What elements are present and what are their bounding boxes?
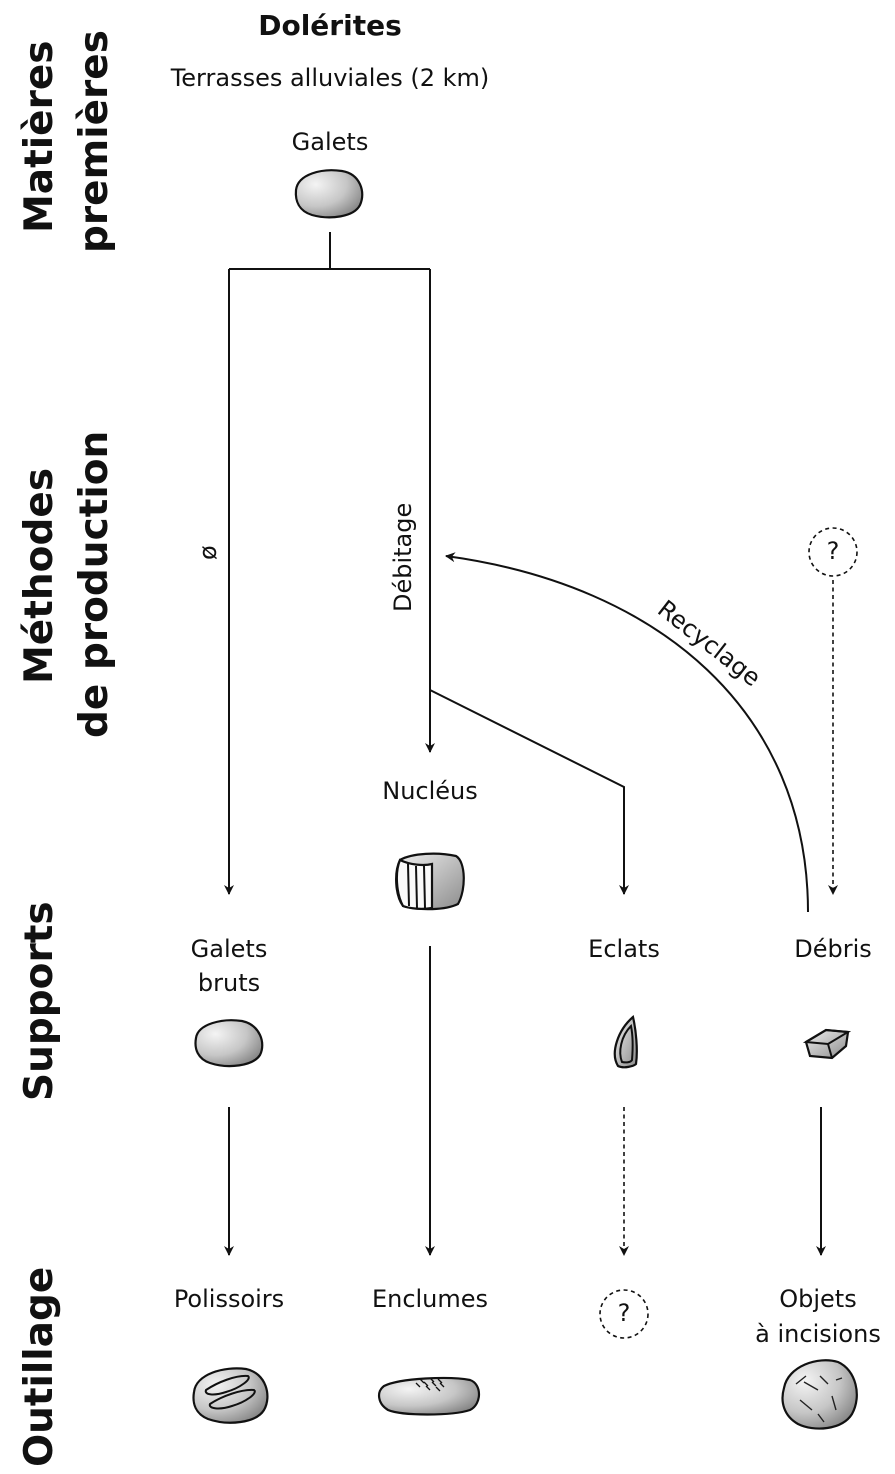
knapping-label: Débitage xyxy=(389,503,417,612)
side-label-tools: Outillage xyxy=(17,1267,62,1467)
anvils-label: Enclumes xyxy=(372,1285,488,1313)
unknown-marker-tools-text: ? xyxy=(618,1299,631,1327)
polisher-icon xyxy=(192,1367,269,1424)
diagram-title: Dolérites xyxy=(258,9,402,42)
debris-icon xyxy=(802,1028,852,1060)
side-label-supports: Supports xyxy=(17,901,62,1101)
side-label-production-1: Méthodes xyxy=(17,468,62,684)
recycling-arrow xyxy=(445,552,809,913)
incised-objects-label-2: à incisions xyxy=(755,1320,881,1348)
raw-pebble-icon xyxy=(194,1019,264,1068)
side-label-production-2: de production xyxy=(72,431,117,738)
side-label-raw-materials-1: Matières xyxy=(17,41,62,234)
raw-pebbles-label-1: Galets xyxy=(191,935,268,963)
nucleus-label: Nucléus xyxy=(382,777,478,805)
raw-pebbles-label-2: bruts xyxy=(198,969,260,997)
arrow-knapping-to-flakes xyxy=(429,689,629,895)
debris-label: Débris xyxy=(794,935,872,963)
incised-object-icon xyxy=(781,1359,858,1430)
diagram-subtitle: Terrasses alluviales (2 km) xyxy=(170,64,490,92)
no-method-symbol: ø xyxy=(194,545,222,560)
incised-objects-label-1: Objets xyxy=(779,1285,856,1313)
recycling-label: Recyclage xyxy=(652,595,766,692)
anvil-icon xyxy=(378,1376,481,1416)
unknown-marker-debris-text: ? xyxy=(827,537,840,565)
unknown-marker-debris xyxy=(808,527,858,577)
source-label: Galets xyxy=(292,128,369,156)
pebble-icon xyxy=(294,169,364,219)
flakes-label: Eclats xyxy=(588,935,660,963)
nucleus-icon xyxy=(395,852,465,911)
unknown-marker-tools xyxy=(599,1289,649,1339)
flake-icon xyxy=(613,1014,638,1069)
polishers-label: Polissoirs xyxy=(174,1285,284,1313)
side-label-raw-materials-2: premières xyxy=(72,30,117,253)
